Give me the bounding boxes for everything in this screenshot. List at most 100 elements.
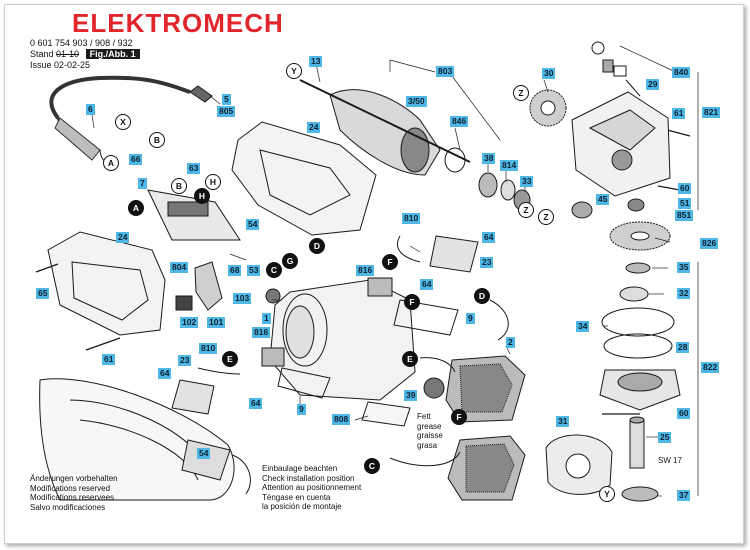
- flange-assembly: [599, 307, 681, 411]
- connector-marker: B: [171, 178, 187, 194]
- part-label: 23: [480, 257, 494, 268]
- part-label: 805: [217, 106, 236, 117]
- connector-marker: Z: [513, 85, 529, 101]
- connector-marker: A: [103, 155, 119, 171]
- part-label: 3/50: [406, 96, 427, 107]
- part-label: 28: [676, 342, 690, 353]
- part-label: 51: [678, 198, 692, 209]
- bearings: [444, 147, 531, 211]
- connector-marker: F: [451, 409, 467, 425]
- leader-lines: [91, 45, 699, 497]
- grease-note: Fett grease graisse grasa: [417, 412, 443, 450]
- modifications-note: Änderungen vorbehalten Modifications res…: [30, 474, 118, 512]
- part-label: 840: [672, 67, 691, 78]
- part-label: 54: [197, 448, 211, 459]
- part-label: 102: [180, 317, 199, 328]
- connector-marker: D: [474, 288, 490, 304]
- connector-marker: F: [404, 294, 420, 310]
- issue-value: 02-02-25: [54, 60, 91, 70]
- connector-marker: Z: [538, 209, 554, 225]
- part-label: 66: [129, 154, 143, 165]
- part-label: 60: [678, 183, 692, 194]
- part-label: 9: [466, 313, 475, 324]
- part-label: 9: [297, 404, 306, 415]
- part-label: 822: [701, 362, 720, 373]
- connector-marker: G: [282, 253, 298, 269]
- part-label: 816: [252, 327, 271, 338]
- brand-logo: ELEKTROMECH: [72, 8, 284, 38]
- carbon-brushes: [171, 235, 479, 415]
- part-label: 814: [500, 160, 519, 171]
- part-label: 63: [187, 163, 201, 174]
- connector-marker: E: [402, 351, 418, 367]
- connector-marker: C: [364, 458, 380, 474]
- stand-row: Stand 01-10 Fig./Abb. 1: [30, 49, 140, 60]
- part-label: 64: [158, 368, 172, 379]
- part-label: 804: [170, 262, 189, 273]
- connector-marker: Y: [599, 486, 615, 502]
- part-label: 33: [520, 176, 534, 187]
- connector-marker: H: [194, 188, 210, 204]
- part-label: 13: [309, 56, 323, 67]
- document-info: 0 601 754 903 / 908 / 932 Stand 01-10 Fi…: [30, 38, 140, 71]
- part-label: 64: [249, 398, 263, 409]
- part-label: 851: [675, 210, 694, 221]
- connector-marker: H: [205, 174, 221, 190]
- part-label: 24: [116, 232, 130, 243]
- part-label: 35: [677, 262, 691, 273]
- connector-marker: A: [128, 200, 144, 216]
- part-label: 45: [596, 194, 610, 205]
- connector-marker: Z: [518, 202, 534, 218]
- spindle-lock: [591, 41, 641, 97]
- wheel-guard: [545, 434, 613, 495]
- part-label: 30: [542, 68, 556, 79]
- part-label: 846: [450, 116, 469, 127]
- part-label: 38: [482, 153, 496, 164]
- part-label: 7: [138, 178, 147, 189]
- part-label: 32: [677, 288, 691, 299]
- part-label: 103: [233, 293, 252, 304]
- connector-marker: C: [266, 262, 282, 278]
- part-label: 5: [222, 94, 231, 105]
- part-label: 60: [677, 408, 691, 419]
- part-label: 65: [36, 288, 50, 299]
- connector-marker: E: [222, 351, 238, 367]
- part-label: 24: [307, 122, 321, 133]
- connector-marker: Y: [286, 63, 302, 79]
- housing-half-bottom: [47, 231, 166, 336]
- issue-row: Issue 02-02-25: [30, 60, 140, 71]
- part-label: 64: [482, 232, 496, 243]
- spindle-size-note: SW 17: [658, 456, 683, 465]
- part-label: 803: [436, 66, 455, 77]
- part-label: 31: [556, 416, 570, 427]
- part-label: 810: [402, 213, 421, 224]
- gear-housing: [571, 91, 671, 197]
- crown-gear: [571, 198, 671, 251]
- connector-marker: D: [309, 238, 325, 254]
- part-label: 68: [228, 265, 242, 276]
- housing-half-top: [231, 121, 377, 236]
- part-label: 810: [199, 343, 218, 354]
- spindle: [621, 416, 659, 502]
- issue-label: Issue: [30, 60, 52, 70]
- part-number: 0 601 754 903 / 908 / 932: [30, 38, 133, 48]
- part-label: 101: [207, 317, 226, 328]
- cable-protector-sleeve: [54, 117, 101, 161]
- field-coil-bottom: [447, 435, 526, 501]
- part-label: 34: [576, 321, 590, 332]
- switch-assembly: [147, 189, 241, 311]
- part-label: 23: [178, 355, 192, 366]
- retaining-rings: [619, 262, 651, 302]
- figure-badge: Fig./Abb. 1: [85, 49, 140, 59]
- part-label: 39: [404, 390, 418, 401]
- connector-marker: X: [115, 114, 131, 130]
- part-label: 821: [702, 107, 721, 118]
- part-label: 816: [356, 265, 375, 276]
- installation-note: Einbaulage beachten Check installation p…: [262, 464, 362, 511]
- part-label: 6: [86, 104, 95, 115]
- connector-marker: F: [382, 254, 398, 270]
- part-label: 2: [506, 337, 515, 348]
- part-label: 64: [420, 279, 434, 290]
- connector-marker: B: [149, 132, 165, 148]
